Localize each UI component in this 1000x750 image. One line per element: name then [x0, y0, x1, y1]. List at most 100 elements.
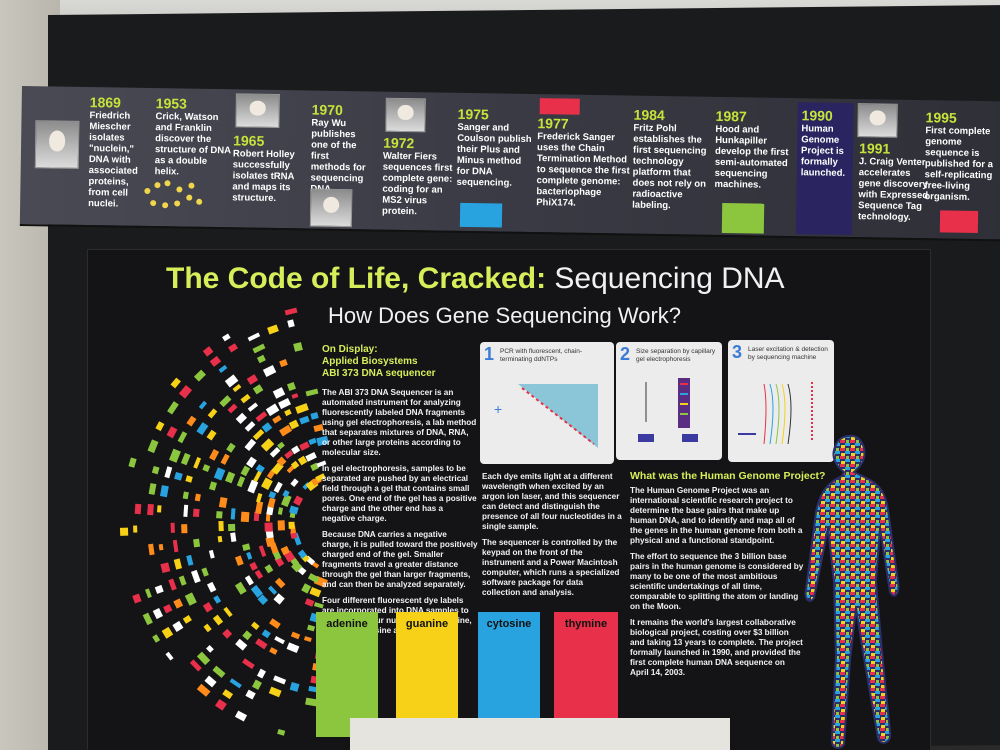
mosaic-tile	[253, 384, 263, 394]
mosaic-tile	[243, 438, 256, 451]
mosaic-tile	[268, 686, 282, 697]
mosaic-tile	[242, 658, 255, 670]
mosaic-tile	[287, 319, 296, 328]
mosaic-tile	[272, 414, 282, 424]
mosaic-tile	[220, 453, 229, 465]
mosaic-tile	[157, 505, 162, 513]
mosaic-tile	[218, 365, 227, 374]
mosaic-tile	[221, 688, 233, 699]
mosaic-tile	[287, 381, 297, 391]
thymine-swatch: thymine	[554, 612, 618, 737]
timeline-year: 1995	[925, 109, 957, 126]
mosaic-tile	[256, 669, 266, 679]
mosaic-tile	[255, 501, 263, 515]
panel-title-main: Sequencing DNA	[554, 262, 785, 295]
mosaic-tile	[132, 593, 142, 604]
mosaic-tile	[181, 524, 188, 533]
mosaic-tile	[209, 448, 219, 461]
mosaic-tile	[255, 411, 268, 423]
thymine-color-block	[539, 98, 580, 115]
swatch-label: guanine	[405, 618, 449, 630]
timeline-item-1984: 1984 Fritz Pohl establishes the first se…	[632, 107, 714, 212]
mosaic-tile	[307, 624, 315, 632]
mosaic-tile	[162, 603, 173, 614]
mosaic-tile	[269, 618, 281, 629]
mosaic-tile	[209, 481, 218, 491]
mosaic-tile	[222, 628, 233, 639]
mosaic-tile	[168, 578, 177, 591]
paragraph: It remains the world's largest collabora…	[630, 618, 803, 677]
mosaic-tile	[269, 446, 280, 457]
guanine-swatch: guanine	[396, 612, 458, 737]
mosaic-tile	[193, 539, 201, 548]
panel-title: The Code of Life, Cracked: Sequencing DN…	[166, 262, 785, 296]
swatch-label: adenine	[326, 618, 368, 630]
timeline-year: 1977	[537, 115, 569, 132]
wu-portrait	[309, 188, 353, 228]
left-text-column: On Display: Applied Biosystems ABI 373 D…	[322, 344, 478, 642]
step-2-card: 2 Size separation by capillary gel elect…	[616, 342, 722, 460]
mosaic-tile	[289, 478, 299, 488]
mosaic-tile	[147, 439, 159, 453]
miescher-portrait	[34, 120, 80, 169]
timeline-text: Fritz Pohl establishes the first sequenc…	[632, 122, 707, 212]
mosaic-tile	[244, 420, 256, 432]
timeline-year: 1965	[233, 132, 265, 149]
mosaic-tile	[218, 521, 224, 532]
mosaic-tile	[299, 415, 311, 425]
mosaic-tile	[224, 471, 235, 484]
timeline-item-1965: 1965 Robert Holley successfully isolates…	[232, 132, 303, 205]
mosaic-tile	[213, 595, 222, 605]
mosaic-tile	[183, 490, 189, 499]
timeline-year: 1975	[457, 105, 489, 123]
mosaic-tile	[179, 384, 192, 399]
mosaic-tile	[206, 645, 215, 654]
mosaic-tile	[173, 472, 183, 481]
timeline-year: 1987	[715, 107, 747, 125]
paragraph: The Human Genome Project was an internat…	[630, 486, 803, 545]
paragraph: Each dye emits light at a different wave…	[482, 472, 622, 531]
timeline-year: 1991	[859, 140, 891, 157]
paragraph: Because DNA carries a negative charge, i…	[322, 530, 478, 589]
mosaic-tile	[193, 508, 200, 517]
mosaic-tile	[277, 507, 284, 516]
mosaic-tile	[194, 492, 201, 501]
mosaic-tile	[179, 575, 187, 586]
mosaic-tile	[230, 533, 237, 543]
mosaic-tile	[253, 428, 265, 441]
mosaic-tile	[207, 408, 217, 419]
mosaic-tile	[288, 520, 295, 529]
mosaic-tile	[186, 415, 197, 427]
mosaic-tile	[310, 412, 319, 420]
human-figure-graphic	[804, 434, 900, 749]
mosaic-tile	[148, 543, 155, 556]
mosaic-tile	[266, 324, 279, 335]
mosaic-tile	[212, 665, 226, 678]
mosaic-tile	[264, 563, 274, 573]
mosaic-tile	[291, 631, 301, 640]
timeline-item-1975: 1975 Sanger and Coulson publish their Pl…	[456, 105, 533, 189]
mosaic-tile	[218, 496, 228, 508]
mosaic-tile	[217, 535, 223, 543]
mosaic-tile	[219, 394, 232, 408]
mosaic-tile	[293, 494, 304, 506]
panel-subtitle: How Does Gene Sequencing Work?	[328, 303, 682, 328]
fiers-portrait	[385, 97, 426, 133]
paragraph: The ABI 373 DNA Sequencer is an automate…	[322, 388, 477, 457]
timeline-text: Crick, Watson and Franklin discover the …	[154, 111, 231, 178]
mosaic-tile	[234, 555, 244, 566]
mosaic-tile	[308, 438, 316, 445]
mosaic-tile	[274, 636, 286, 645]
adenine-color-block	[721, 203, 765, 234]
mosaic-tile	[261, 477, 273, 490]
timeline-item-1987: 1987 Hood and Hunkapiller develop the fi…	[714, 107, 799, 191]
on-display-label: On Display:	[322, 344, 378, 355]
step-1-card: 1 PCR with fluorescent, chain-terminatin…	[480, 342, 614, 464]
mosaic-tile	[159, 486, 169, 498]
venter-portrait	[857, 103, 898, 138]
timeline-year: 1953	[155, 95, 188, 112]
mosaic-tile	[212, 615, 223, 626]
timeline-item-1953: 1953 Crick, Watson and Franklin discover…	[154, 95, 232, 178]
timeline-year: 1869	[89, 94, 122, 111]
timeline-text: Robert Holley successfully isolates tRNA…	[232, 148, 295, 205]
